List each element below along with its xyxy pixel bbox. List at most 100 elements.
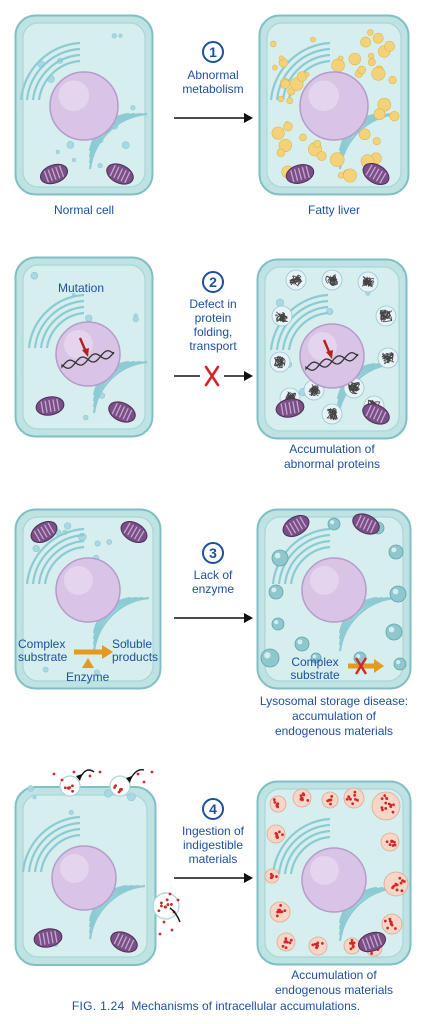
lysosome-shine xyxy=(392,588,399,595)
indigestible-particle xyxy=(392,803,395,807)
vesicle xyxy=(55,149,60,154)
fat-droplet xyxy=(310,36,316,43)
fat-droplet xyxy=(371,66,386,81)
vesicle xyxy=(64,522,72,530)
mitochondrion xyxy=(33,928,63,948)
swollen-lysosome xyxy=(388,544,404,560)
figure-caption-text: Mechanisms of intracellular accumulation… xyxy=(131,999,361,1013)
indigestible-particle xyxy=(352,941,356,945)
indigestible-particle xyxy=(63,786,67,790)
lysosome-shine xyxy=(330,520,335,525)
vesicle xyxy=(130,105,136,111)
fat-droplet xyxy=(329,152,345,167)
fat-droplet xyxy=(313,139,322,148)
indigestible-particle xyxy=(168,892,172,896)
indigestible-particle xyxy=(98,770,102,774)
ingestion-arrowhead-icon xyxy=(76,774,82,781)
indigestible-particle xyxy=(274,831,278,835)
step-badge-4: 4 xyxy=(202,798,224,820)
misfolded-protein-aggregate xyxy=(274,355,286,369)
fat-droplet xyxy=(286,97,294,105)
indigestible-particle xyxy=(351,802,355,806)
figure-number: FIG. 1.24 xyxy=(71,999,125,1013)
fat-droplet xyxy=(278,55,285,61)
indigestible-particle xyxy=(391,840,395,843)
indigestible-particle xyxy=(71,784,74,788)
normal-cell xyxy=(14,14,154,196)
fat-droplet xyxy=(331,58,345,73)
vesicle xyxy=(32,795,37,800)
indigestible-particle xyxy=(388,919,392,923)
lysosome-shine xyxy=(391,547,397,553)
fat-droplet xyxy=(277,95,284,103)
fat-droplet xyxy=(368,52,375,59)
indigestible-particle xyxy=(158,932,162,936)
process-arrow-3 xyxy=(174,613,253,623)
indigestible-particle xyxy=(280,910,284,914)
indigestible-particle xyxy=(276,802,280,806)
endocytic-vesicle xyxy=(59,775,81,797)
caption-lysosomal-storage: Lysosomal storage disease: accumulation … xyxy=(259,694,409,738)
indigestible-particle xyxy=(276,805,280,809)
swollen-lysosome xyxy=(271,549,289,567)
complex-substrate-label: Complex substrate xyxy=(18,637,68,664)
indigestible-particle xyxy=(272,798,276,802)
misfolded-protein-aggregate xyxy=(308,384,321,397)
fat-droplet xyxy=(373,108,386,121)
vesicle xyxy=(27,785,34,792)
process-arrow-4 xyxy=(174,873,253,883)
indigestible-particle xyxy=(60,778,64,782)
indigestible-particle xyxy=(393,843,397,847)
indigestible-particle xyxy=(271,874,275,878)
fat-droplet xyxy=(276,148,286,157)
indigestible-particle xyxy=(164,905,168,909)
process-arrow-2-blocked xyxy=(174,365,253,387)
indigestible-particle xyxy=(273,800,277,804)
mitochondrion xyxy=(30,521,58,543)
indigestible-particle xyxy=(400,889,404,893)
indigestible-particle xyxy=(391,844,395,847)
indigestible-particle xyxy=(281,833,284,837)
dna-helix-icon xyxy=(305,351,359,372)
indigestible-particle xyxy=(330,794,334,798)
indigestible-particle xyxy=(162,920,166,924)
indigestible-particle xyxy=(391,810,395,814)
caption-fatty-liver: Fatty liver xyxy=(307,203,360,217)
mitochondrion xyxy=(106,163,134,185)
step-badge-1: 1 xyxy=(202,41,224,63)
indigestible-particle xyxy=(165,898,169,902)
indigestible-particle xyxy=(306,798,310,802)
lysosome-shine xyxy=(388,626,395,633)
indigestible-particle xyxy=(283,909,287,913)
indigestible-particle xyxy=(157,909,161,913)
indigestible-particle xyxy=(166,903,170,906)
vesicle xyxy=(71,157,77,162)
nucleus-highlight xyxy=(64,566,93,595)
mutation-label: Mutation xyxy=(58,281,105,295)
lysosome-with-debris xyxy=(380,832,400,852)
mitochondrion xyxy=(275,398,305,418)
indigestible-particle xyxy=(381,808,384,812)
fat-droplet xyxy=(271,126,285,140)
misfolded-protein-aggregate xyxy=(381,352,395,365)
misfolded-protein-aggregate xyxy=(325,274,338,286)
nucleus-highlight xyxy=(310,566,339,595)
indigestible-particle xyxy=(388,843,392,847)
indigestible-particle xyxy=(380,806,384,810)
conversion-arrow-icon xyxy=(74,645,113,659)
indigestible-particle xyxy=(284,937,288,941)
vesicle xyxy=(111,33,117,39)
fatty-liver-cell xyxy=(258,14,410,196)
figure-caption: FIG. 1.24 Mechanisms of intracellular ac… xyxy=(0,999,432,1013)
lysosomal-storage-cell xyxy=(256,508,412,690)
mutation-arrow-icon xyxy=(78,337,89,357)
fat-droplet xyxy=(338,55,344,61)
indigestible-particle xyxy=(299,794,303,798)
indigestible-particle xyxy=(389,922,393,926)
dna-helix-icon xyxy=(61,349,115,370)
mitochondrion xyxy=(110,931,138,953)
mitochondrion xyxy=(35,396,65,416)
vesicle xyxy=(42,666,49,673)
indigestible-particle xyxy=(289,938,293,942)
lysosome-with-debris xyxy=(343,787,365,809)
